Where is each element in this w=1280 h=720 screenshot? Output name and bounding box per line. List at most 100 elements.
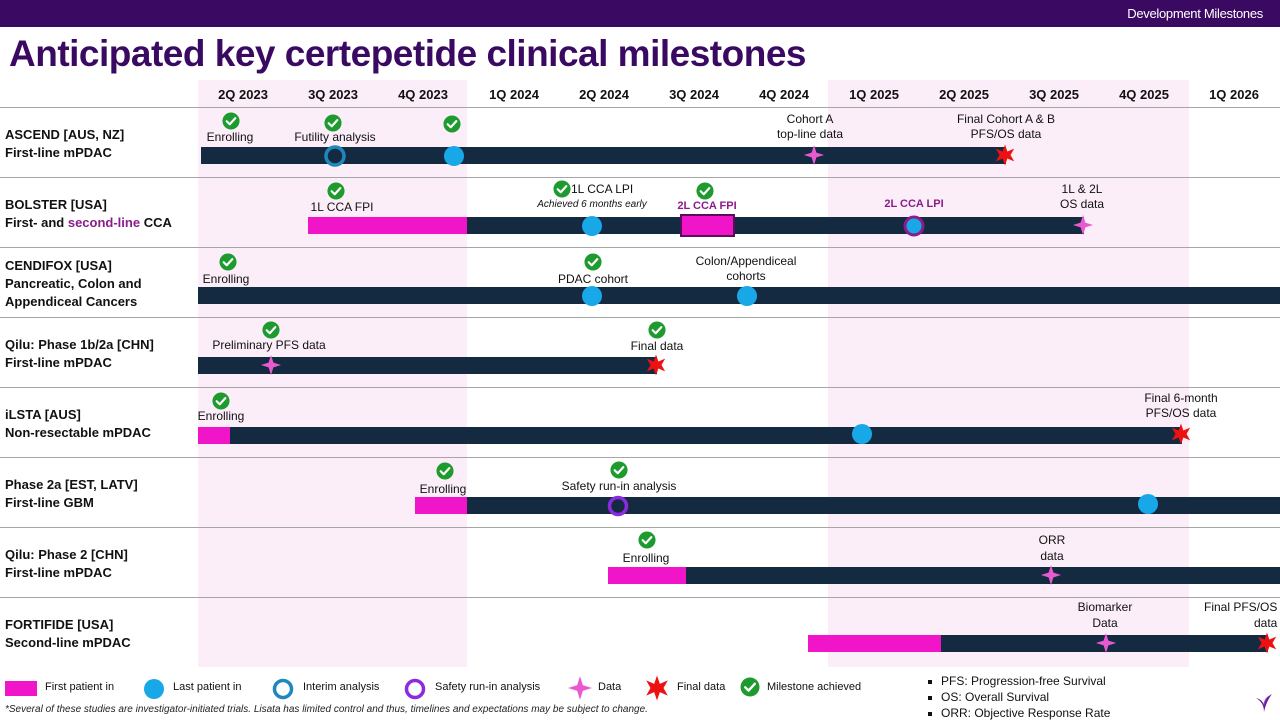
milestone-label: Data (1092, 616, 1118, 630)
data-star-marker (803, 144, 825, 166)
trial-subtitle: First-line mPDAC (5, 355, 112, 370)
quarter-header: 4Q 2024 (759, 87, 809, 102)
milestone-label: PFS/OS data (970, 127, 1042, 141)
milestone-label: Enrolling (197, 409, 245, 423)
trial-name: FORTIFIDE [USA] (5, 617, 114, 632)
milestone-achieved-icon (638, 531, 656, 549)
quarter-header: 3Q 2024 (669, 87, 719, 102)
abbreviation-item: ORR: Objective Response Rate (928, 706, 1110, 720)
milestone-label: data (1040, 549, 1064, 563)
milestone-achieved-icon (222, 112, 240, 130)
milestone-label: Enrolling (202, 272, 250, 286)
final-data-star-marker (1256, 632, 1278, 654)
trial-subtitle: First-line GBM (5, 495, 94, 510)
milestone-label: top-line data (776, 127, 844, 141)
data-star-marker (1040, 564, 1062, 586)
first-patient-bar (608, 567, 686, 584)
milestone-label: OS data (1059, 197, 1105, 211)
legend-label: Safety run-in analysis (435, 681, 541, 693)
legend-data-icon (567, 675, 592, 700)
first-patient-bar (415, 497, 467, 514)
quarter-header: 2Q 2023 (218, 87, 268, 102)
quarter-header: 3Q 2025 (1029, 87, 1079, 102)
quarter-header: 1Q 2025 (849, 87, 899, 102)
milestone-label: Final data (630, 339, 684, 353)
legend-label: Last patient in (173, 681, 242, 693)
data-star-marker (260, 354, 282, 376)
last-patient-marker (851, 423, 873, 445)
row-divider (0, 527, 1280, 528)
data-star-marker (1095, 632, 1117, 654)
trial-subtitle: First-line mPDAC (5, 565, 112, 580)
milestone-label: Cohort A (786, 112, 834, 126)
legend-last-patient-icon (143, 678, 165, 700)
safety-run-in-marker (607, 495, 629, 517)
milestone-label: Final Cohort A & B (956, 112, 1056, 126)
timeline-bar (467, 217, 1084, 234)
row-divider (0, 107, 1280, 108)
trial-subtitle: First-line mPDAC (5, 145, 112, 160)
interim-analysis-marker (324, 145, 346, 167)
milestone-achieved-icon (219, 253, 237, 271)
last-patient-marker (1137, 493, 1159, 515)
milestone-achieved-icon (327, 182, 345, 200)
milestone-achieved-icon (436, 462, 454, 480)
milestone-label: Colon/Appendiceal (695, 254, 797, 268)
milestone-achieved-icon (648, 321, 666, 339)
timeline-bar (230, 427, 1182, 444)
data-star-marker (1072, 214, 1094, 236)
first-patient-bar (198, 427, 230, 444)
footnote: *Several of these studies are investigat… (5, 704, 648, 715)
trial-name: CENDIFOX [USA] (5, 258, 112, 273)
row-divider (0, 247, 1280, 248)
milestone-label: Enrolling (622, 551, 670, 565)
milestone-label: Enrolling (206, 130, 254, 144)
milestone-achieved-icon (696, 182, 714, 200)
first-patient-bar (808, 635, 941, 652)
timeline-bar (686, 567, 1280, 584)
legend-label: Final data (677, 681, 726, 693)
last-patient-marker (443, 145, 465, 167)
row-divider (0, 177, 1280, 178)
final-data-star-marker (994, 144, 1016, 166)
milestone-label: Biomarker (1077, 600, 1133, 614)
legend-label: Interim analysis (303, 681, 380, 693)
milestone-label: 1L & 2L (1061, 182, 1103, 196)
legend-safety-icon (404, 678, 426, 700)
legend-label: Data (598, 681, 622, 693)
milestone-label: Enrolling (419, 482, 467, 496)
milestone-label: Futility analysis (294, 130, 376, 144)
final-data-star-marker (645, 354, 667, 376)
milestone-label: PFS/OS data (1145, 406, 1217, 420)
milestone-label: Final PFS/OS (1204, 600, 1278, 614)
quarter-header: 1Q 2026 (1209, 87, 1259, 102)
trial-name: ASCEND [AUS, NZ] (5, 127, 125, 142)
quarter-header: 2Q 2025 (939, 87, 989, 102)
legend-achieved-icon (740, 677, 760, 699)
last-patient-marker (581, 215, 603, 237)
milestone-achieved-icon (553, 180, 571, 198)
milestone-achieved-icon (324, 114, 342, 132)
milestone-label: PDAC cohort (557, 272, 629, 286)
quarter-header: 1Q 2024 (489, 87, 539, 102)
last-patient-marker (581, 285, 603, 307)
trial-subtitle: Pancreatic, Colon and (5, 276, 142, 291)
legend-final-data-icon (644, 675, 668, 701)
trial-name: Qilu: Phase 2 [CHN] (5, 547, 128, 562)
section-label: Development Milestones (1127, 6, 1263, 21)
trial-subtitle: First- and second-line CCA (5, 215, 172, 230)
milestone-achieved-icon (610, 461, 628, 479)
row-divider (0, 387, 1280, 388)
milestone-label: 1L CCA LPI (571, 182, 634, 196)
timeline-bar (467, 497, 1280, 514)
trial-name: BOLSTER [USA] (5, 197, 107, 212)
quarter-header: 2Q 2024 (579, 87, 629, 102)
milestone-label: 2L CCA FPI (677, 200, 737, 212)
trial-name: Qilu: Phase 1b/2a [CHN] (5, 337, 154, 352)
page-title: Anticipated key certepetide clinical mil… (9, 33, 806, 74)
milestone-label: ORR (1038, 533, 1066, 547)
timeline-bar (198, 357, 657, 374)
first-patient-bar (308, 217, 467, 234)
legend-interim-icon (272, 678, 294, 700)
